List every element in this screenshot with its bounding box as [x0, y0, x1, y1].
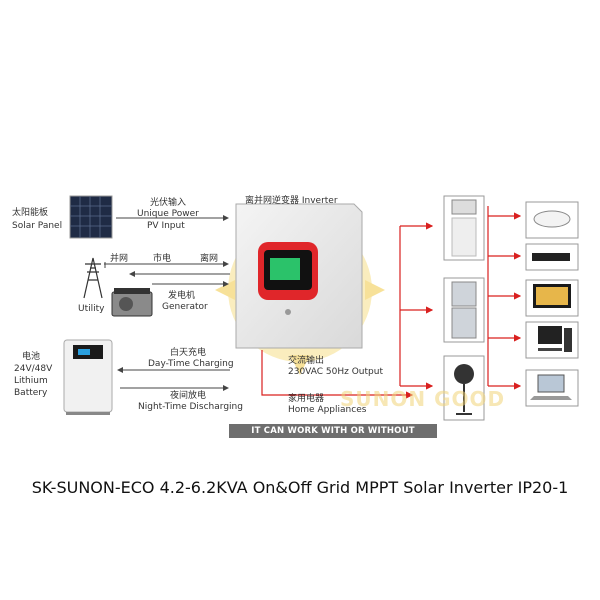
day-charging-en: Day-Time Charging [148, 359, 234, 369]
ac-output-en: 230VAC 50Hz Output [288, 367, 383, 377]
grid-label-1: 并网 [110, 254, 129, 264]
pv-arrow-en1: Unique Power [137, 209, 199, 219]
battery-line2: 24V/48V [14, 364, 53, 374]
battery-line4: Battery [14, 388, 48, 398]
ac-output-arrow [261, 350, 414, 399]
distribution-lines [399, 206, 522, 390]
generator-icon [111, 288, 153, 317]
air-conditioner-icon [443, 195, 485, 261]
home-appliances-cn: 家用电器 [288, 394, 325, 404]
dvd-player-icon [525, 243, 579, 271]
television-icon [525, 279, 579, 317]
refrigerator-icon [443, 277, 485, 343]
generator-en: Generator [162, 302, 208, 312]
grid-label-2: 市电 [153, 254, 172, 264]
battery-note-banner: IT CAN WORK WITH OR WITHOUT BATTERY [229, 424, 437, 450]
fan-icon [443, 355, 485, 421]
inverter-label: 离并网逆变器 Inverter [245, 196, 338, 206]
night-discharging-cn: 夜间放电 [170, 391, 207, 401]
grid-label-3: 离网 [200, 254, 219, 264]
solar-name-cn: 太阳能板 [12, 208, 49, 218]
pv-arrow-cn: 光伏输入 [150, 198, 187, 208]
generator-cn: 发电机 [168, 291, 196, 301]
ceiling-light-icon [525, 201, 579, 239]
utility-tower-icon [83, 257, 103, 299]
desktop-computer-icon [525, 321, 579, 359]
inverter-icon [235, 203, 363, 349]
solar-name-en: Solar Panel [12, 221, 63, 231]
battery-line3: Lithium [14, 376, 48, 386]
battery-line1: 电池 [22, 352, 41, 362]
brand-watermark: SUNON GOOD [340, 387, 506, 411]
ac-output-cn: 交流输出 [288, 356, 325, 366]
day-charging-cn: 白天充电 [170, 348, 207, 358]
night-discharging-en: Night-Time Discharging [138, 402, 243, 412]
solar-panel-icon [69, 195, 113, 239]
pv-arrow-en2: PV Input [147, 221, 185, 231]
battery-icon [63, 339, 113, 415]
product-caption: SK-SUNON-ECO 4.2-6.2KVA On&Off Grid MPPT… [31, 478, 569, 497]
laptop-icon [525, 369, 579, 407]
home-appliances-en: Home Appliances [288, 405, 367, 415]
utility-label: Utility [78, 304, 105, 314]
